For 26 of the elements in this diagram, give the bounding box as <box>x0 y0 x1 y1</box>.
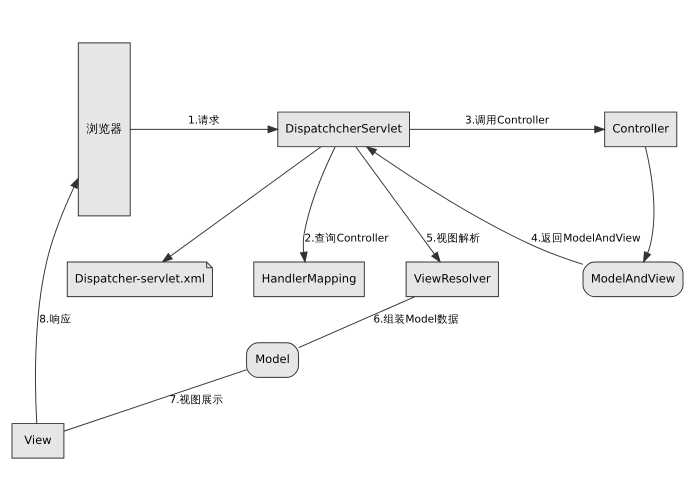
edge-label: 6.组装Model数据 <box>373 312 460 325</box>
arrow <box>161 146 322 262</box>
arrow <box>365 145 584 264</box>
arrow <box>35 176 79 424</box>
arrow <box>409 124 606 133</box>
node-box: 浏览器 <box>78 42 131 216</box>
arrow <box>300 146 336 263</box>
node-box: Model <box>246 342 299 378</box>
edge-label: 3.调用Controller <box>465 114 550 126</box>
arrow <box>355 146 442 263</box>
edge-label: 5.视图解析 <box>426 232 480 244</box>
arrow <box>130 124 280 133</box>
arrow <box>642 146 654 263</box>
edge-label: 4.返回ModelAndView <box>531 232 641 244</box>
node-box: ModelAndView <box>582 261 684 297</box>
edge-label: 7.视图展示 <box>170 394 224 406</box>
connector <box>64 368 247 432</box>
edge-label: 1.请求 <box>188 114 220 126</box>
edge-label: 8.响应 <box>39 312 72 325</box>
node-box: ViewResolver <box>406 261 499 297</box>
node-box: View <box>12 422 64 458</box>
node-box: DispatchcherServlet <box>277 111 410 147</box>
node-box: HandlerMapping <box>253 261 365 297</box>
connector <box>298 296 416 348</box>
edge-label: 2.查询Controller <box>304 232 389 244</box>
node-box: Controller <box>604 111 678 147</box>
